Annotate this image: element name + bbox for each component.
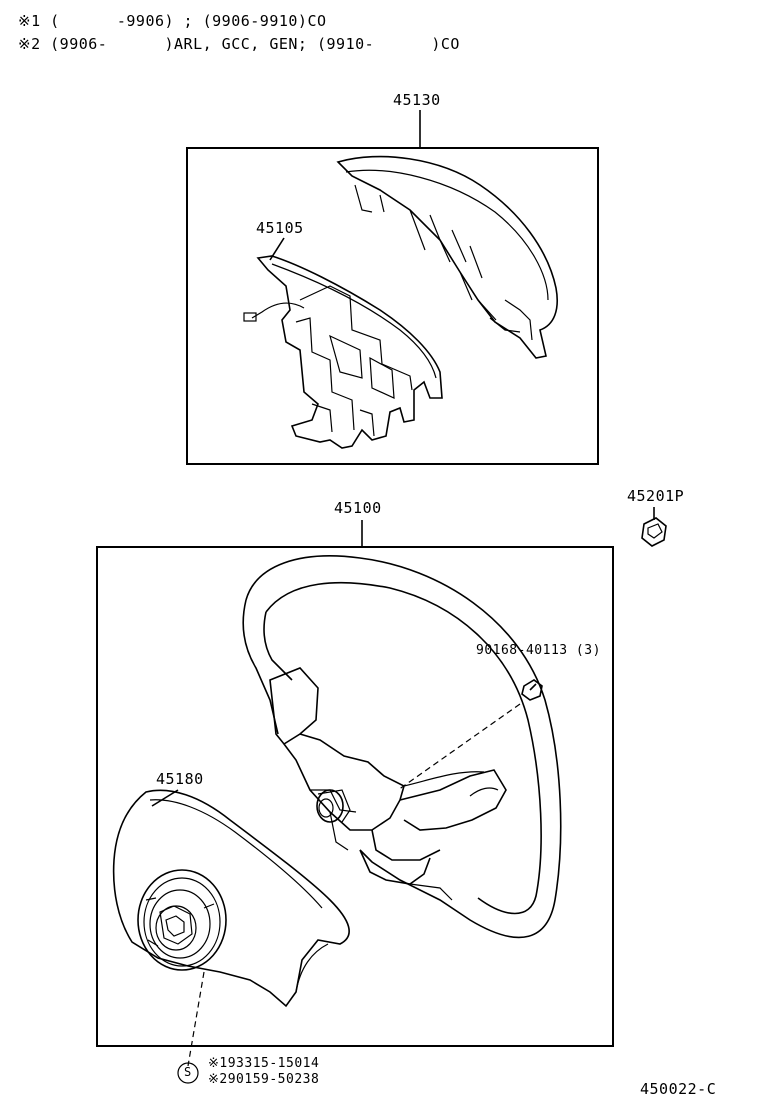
service-mark-letter: S (184, 1065, 192, 1079)
label-45180: 45180 (156, 770, 204, 788)
cover-45130-drawing (336, 155, 558, 359)
label-290159-50238: ※290159-50238 (208, 1072, 320, 1087)
frame-45105-drawing (243, 237, 443, 449)
label-45100: 45100 (334, 499, 382, 517)
horn-pad-45180-drawing (112, 789, 350, 1067)
steering-wheel-45100-drawing (242, 555, 562, 939)
upper-assembly-box (186, 110, 599, 465)
lower-assembly-box (96, 520, 614, 1047)
diagram-id: 450022-C (640, 1080, 717, 1098)
service-mark-circle (177, 1062, 199, 1084)
label-45201p: 45201P (627, 487, 685, 505)
bolt-90168-drawing (397, 679, 543, 791)
note-line-2: ※2 (9906- )ARL, GCC, GEN; (9910- )CO (18, 35, 460, 53)
label-90168-40113: 90168-40113 (3) (476, 643, 601, 658)
note-line-1: ※1 ( -9906) ; (9906-9910)CO (18, 12, 327, 30)
label-45130: 45130 (393, 91, 441, 109)
nut-45201p-drawing (641, 507, 667, 547)
label-45105: 45105 (256, 219, 304, 237)
label-193315-15014: ※193315-15014 (208, 1056, 320, 1071)
